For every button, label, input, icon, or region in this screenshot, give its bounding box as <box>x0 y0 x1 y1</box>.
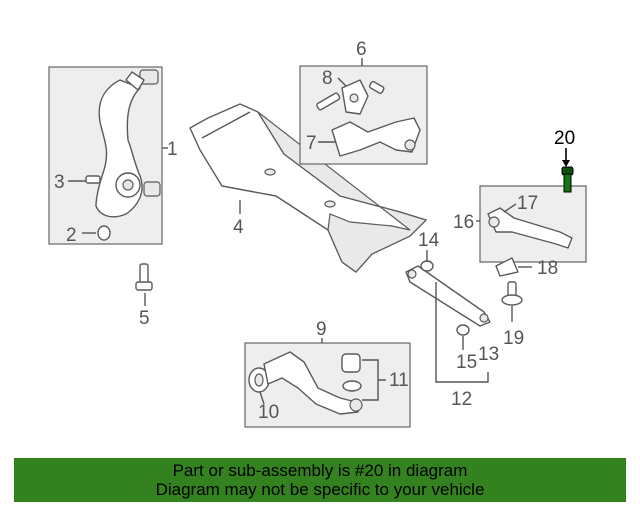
callout-17: 17 <box>517 193 538 214</box>
bolt-part-5[interactable] <box>135 263 153 291</box>
callout-7: 7 <box>306 133 317 154</box>
banner-line-1: Part or sub-assembly is #20 in diagram <box>172 461 468 480</box>
group-box-9 <box>244 342 411 428</box>
bolt-part-6a[interactable] <box>316 80 385 111</box>
callout-9: 9 <box>316 319 327 340</box>
banner-line-2: Diagram may not be specific to your vehi… <box>155 480 485 499</box>
bushing-part-10[interactable] <box>248 367 270 393</box>
parts-diagram: 1 2 3 4 5 6 7 8 9 10 11 12 13 14 15 16 1… <box>48 39 587 428</box>
info-banner: Part or sub-assembly is #20 in diagram D… <box>14 458 626 502</box>
bolt-part-19[interactable] <box>501 281 523 306</box>
callout-16: 16 <box>453 212 474 233</box>
callout-19: 19 <box>503 328 524 349</box>
callout-8: 8 <box>322 68 333 89</box>
callout-6: 6 <box>356 39 367 60</box>
bracket-part-8[interactable] <box>341 79 369 115</box>
bushing-part-2[interactable] <box>97 225 111 241</box>
callout-14: 14 <box>418 230 440 251</box>
bolt-part-3[interactable] <box>85 175 101 184</box>
callout-3: 3 <box>54 172 65 193</box>
arm-part-17[interactable] <box>487 207 573 249</box>
bushing-part-11[interactable] <box>341 353 362 392</box>
callout-11: 11 <box>389 370 409 391</box>
upper-arm-part-7[interactable] <box>331 117 421 157</box>
callout-4: 4 <box>233 217 244 238</box>
bushing-part-18[interactable] <box>495 257 519 277</box>
callout-12: 12 <box>451 389 472 410</box>
leader-arrow-20 <box>562 160 570 167</box>
callout-10: 10 <box>258 402 279 423</box>
callout-13: 13 <box>478 344 499 365</box>
washer-part-15[interactable] <box>456 324 470 336</box>
link-part-13[interactable] <box>405 265 491 327</box>
callout-18: 18 <box>537 258 558 279</box>
lower-arm-part-9[interactable] <box>263 351 363 415</box>
callout-1: 1 <box>167 139 178 160</box>
callout-5: 5 <box>139 308 150 329</box>
nut-part-14[interactable] <box>420 260 434 272</box>
bolt-part-20[interactable] <box>561 166 574 193</box>
callout-20: 20 <box>554 128 575 149</box>
callout-15: 15 <box>456 352 477 373</box>
callout-2: 2 <box>66 225 77 246</box>
knuckle-part[interactable] <box>95 69 161 218</box>
